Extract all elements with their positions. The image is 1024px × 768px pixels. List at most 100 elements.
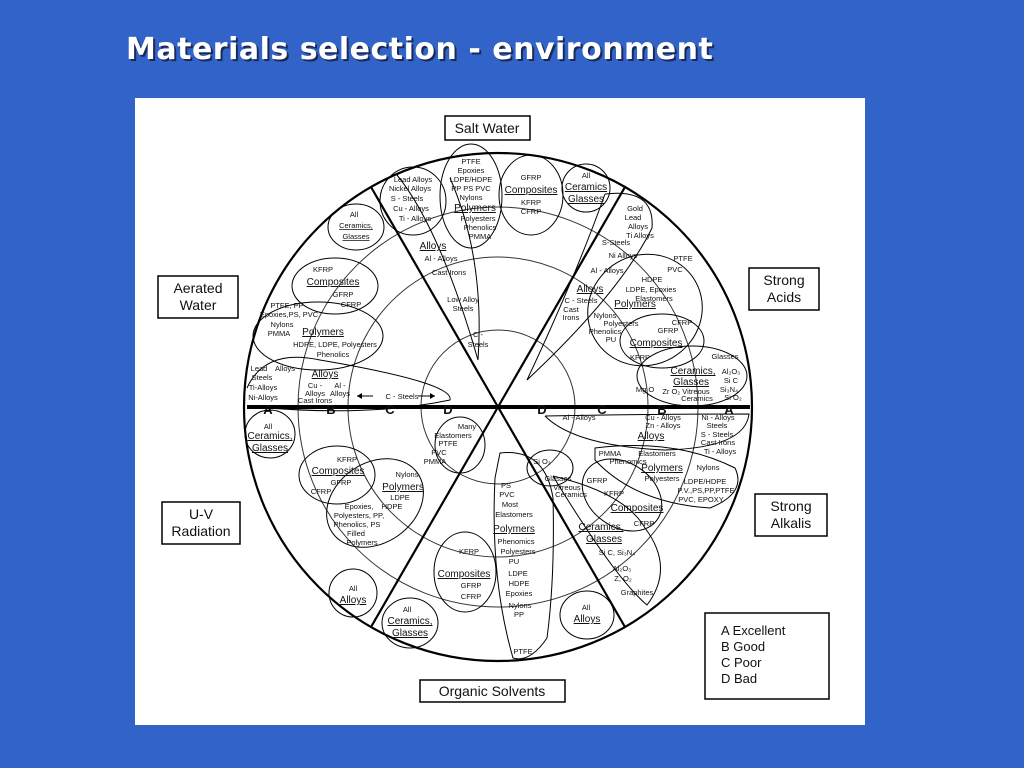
svg-text:Al - Alloys: Al - Alloys xyxy=(591,266,624,275)
svg-text:All: All xyxy=(350,210,359,219)
svg-text:Salt Water: Salt Water xyxy=(455,120,520,136)
svg-text:Al - Alloys: Al - Alloys xyxy=(563,413,596,422)
divider-nw xyxy=(370,186,499,408)
svg-text:Lead: Lead xyxy=(625,213,642,222)
svg-text:Phenolics: Phenolics xyxy=(464,223,497,232)
svg-text:Radiation: Radiation xyxy=(171,523,230,539)
svg-text:Aerated: Aerated xyxy=(173,280,222,296)
svg-text:Alloys: Alloys xyxy=(305,389,325,398)
svg-text:PP PS PVC: PP PS PVC xyxy=(451,184,491,193)
svg-text:Composites: Composites xyxy=(630,338,683,349)
svg-text:PVC: PVC xyxy=(667,265,683,274)
svg-text:Composites: Composites xyxy=(611,503,664,514)
svg-text:PU: PU xyxy=(606,335,616,344)
svg-text:C -: C - xyxy=(473,330,484,339)
svg-text:Epoxies: Epoxies xyxy=(458,166,485,175)
sector-uv-radiation: Many Elastomers PTFE PVC PMMA Nylons Pol… xyxy=(244,409,486,618)
svg-text:Glasses: Glasses xyxy=(568,194,604,205)
svg-text:Ceramics,: Ceramics, xyxy=(247,431,292,442)
svg-text:Nylons: Nylons xyxy=(697,463,720,472)
ring-label-a-right: A xyxy=(724,402,734,417)
svg-text:PP: PP xyxy=(514,610,524,619)
svg-text:Nickel Alloys: Nickel Alloys xyxy=(389,184,431,193)
svg-text:PS: PS xyxy=(501,481,511,490)
svg-text:Ti - Alloys: Ti - Alloys xyxy=(399,214,431,223)
env-aerated-water: Aerated Water xyxy=(157,275,239,319)
svg-text:PVC: PVC xyxy=(499,490,515,499)
svg-text:Alkalis: Alkalis xyxy=(771,515,811,531)
svg-text:Cu -: Cu - xyxy=(308,381,323,390)
svg-text:Alloys: Alloys xyxy=(574,614,601,625)
svg-text:Polyesters: Polyesters xyxy=(500,547,535,556)
legend-a: A Excellent xyxy=(721,623,786,638)
svg-text:Vitreous: Vitreous xyxy=(553,483,581,492)
svg-text:Glasses: Glasses xyxy=(392,628,428,639)
svg-text:Acids: Acids xyxy=(767,289,801,305)
svg-text:GFRP: GFRP xyxy=(521,173,542,182)
svg-text:Al₂O₃: Al₂O₃ xyxy=(722,367,740,376)
svg-text:Glasses: Glasses xyxy=(586,534,622,545)
svg-text:Alloys: Alloys xyxy=(340,595,367,606)
svg-text:Alloys: Alloys xyxy=(312,369,339,380)
diagram-panel: Salt Water Strong Acids Strong Alkalis O… xyxy=(135,98,865,725)
svg-text:Ni-Alloys: Ni-Alloys xyxy=(248,393,278,402)
ring-label-b-right: B xyxy=(657,402,666,417)
svg-text:S-Steels: S-Steels xyxy=(602,238,631,247)
svg-text:All: All xyxy=(349,584,358,593)
svg-text:Alloys: Alloys xyxy=(275,364,295,373)
svg-text:PU: PU xyxy=(509,557,519,566)
ring-labels: A B C D D C B A xyxy=(263,402,734,417)
svg-text:PMMA: PMMA xyxy=(424,457,447,466)
svg-text:All: All xyxy=(582,171,591,180)
svg-text:Cast Irons: Cast Irons xyxy=(298,396,332,405)
svg-text:KFRP: KFRP xyxy=(313,265,333,274)
ring-label-a-left: A xyxy=(263,402,273,417)
svg-text:Alloys: Alloys xyxy=(420,241,447,252)
svg-text:LDPE: LDPE xyxy=(508,569,528,578)
svg-text:Water: Water xyxy=(180,297,217,313)
svg-text:Many: Many xyxy=(458,422,477,431)
svg-text:Cast Irons: Cast Irons xyxy=(432,268,466,277)
svg-text:Si C: Si C xyxy=(724,376,739,385)
svg-text:Ceramics,: Ceramics, xyxy=(387,616,432,627)
svg-text:Steels: Steels xyxy=(453,304,474,313)
svg-text:Steels: Steels xyxy=(252,373,273,382)
svg-text:Alloys: Alloys xyxy=(577,284,604,295)
svg-text:KFRP: KFRP xyxy=(604,489,624,498)
svg-text:PMMA: PMMA xyxy=(268,329,291,338)
svg-text:KFRP: KFRP xyxy=(630,353,650,362)
svg-text:Elastomers: Elastomers xyxy=(635,294,673,303)
env-strong-acids: Strong Acids xyxy=(748,267,820,311)
svg-text:LDPE, Epoxies: LDPE, Epoxies xyxy=(626,285,677,294)
svg-text:Phenomics: Phenomics xyxy=(609,457,646,466)
slide-title: Materials selection - environment xyxy=(126,32,714,67)
svg-text:P.V.,PS,PP,PTFE: P.V.,PS,PP,PTFE xyxy=(678,486,735,495)
svg-text:Cu - Alloys: Cu - Alloys xyxy=(645,413,681,422)
svg-text:Strong: Strong xyxy=(770,498,811,514)
svg-text:CFRP: CFRP xyxy=(461,592,481,601)
legend-b: B Good xyxy=(721,639,765,654)
svg-text:Nylons: Nylons xyxy=(509,601,532,610)
svg-text:Low Alloy: Low Alloy xyxy=(447,295,479,304)
svg-text:Al₂O₃: Al₂O₃ xyxy=(613,564,631,573)
svg-text:KFRP: KFRP xyxy=(337,455,357,464)
svg-text:GFRP: GFRP xyxy=(333,290,354,299)
svg-text:Glasses: Glasses xyxy=(544,474,571,483)
svg-text:Elastomers: Elastomers xyxy=(638,449,676,458)
svg-text:Steels: Steels xyxy=(468,340,489,349)
svg-text:All: All xyxy=(403,605,412,614)
legend-c: C Poor xyxy=(721,655,762,670)
svg-text:All: All xyxy=(264,422,273,431)
svg-text:Ceramics,: Ceramics, xyxy=(339,221,373,230)
svg-text:Strong: Strong xyxy=(763,272,804,288)
svg-text:Ceramics,: Ceramics, xyxy=(578,522,623,533)
svg-text:Al - Alloys: Al - Alloys xyxy=(425,254,458,263)
svg-text:S - Steels: S - Steels xyxy=(391,194,424,203)
svg-text:Zn - Alloys: Zn - Alloys xyxy=(645,421,680,430)
svg-text:Ceramics: Ceramics xyxy=(555,490,587,499)
divider-sw xyxy=(370,406,499,628)
svg-text:Irons: Irons xyxy=(563,313,580,322)
svg-text:Si O₂: Si O₂ xyxy=(533,457,551,466)
svg-text:HDPE: HDPE xyxy=(642,275,663,284)
svg-text:Ceramics: Ceramics xyxy=(681,394,713,403)
